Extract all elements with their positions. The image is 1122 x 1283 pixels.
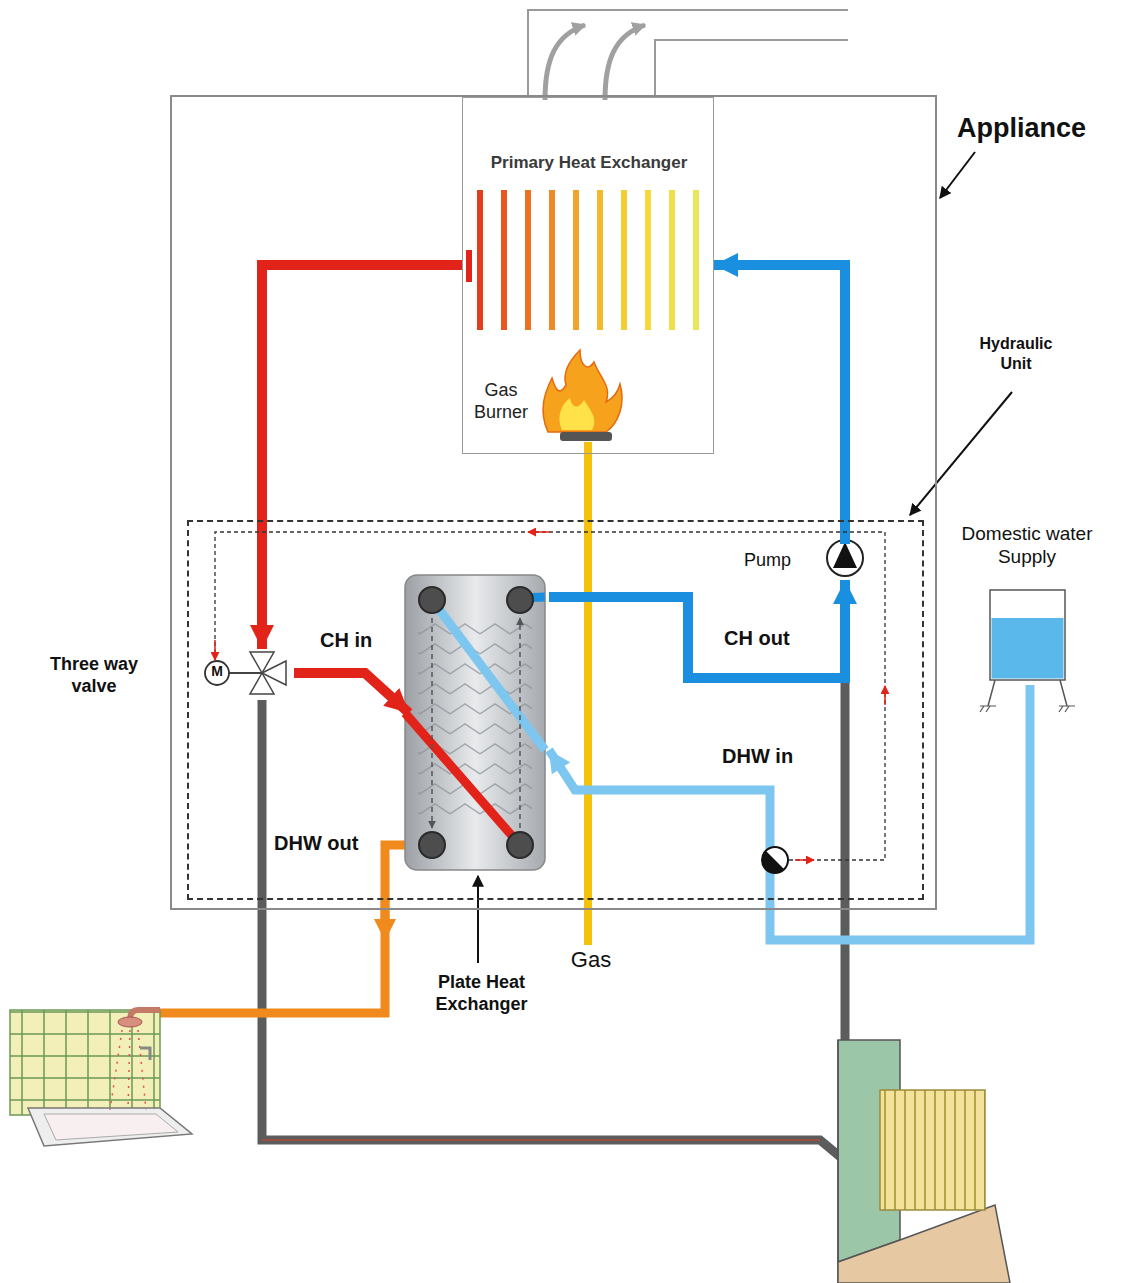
node-label: Appliance — [957, 112, 1107, 145]
gas-pipe — [584, 442, 592, 945]
pipe-label: DHW out — [274, 832, 374, 854]
tube-header — [466, 250, 472, 282]
pump-symbol — [827, 540, 863, 576]
valve-motor — [205, 661, 229, 685]
motor-letter: M — [206, 664, 228, 679]
plate-exchanger-body — [405, 575, 545, 870]
secondary-channel — [432, 600, 545, 750]
signal-arrow — [795, 859, 814, 861]
tank — [990, 590, 1065, 680]
shower-head — [118, 1017, 142, 1027]
signal-arrow — [214, 640, 216, 660]
water-drops — [110, 1030, 146, 1110]
plate-heat-exchanger: Plate Heat Exchanger — [409, 579, 549, 874]
flow-switch — [762, 847, 788, 873]
exhaust-arrow — [545, 25, 585, 100]
exchanger-tube — [597, 190, 603, 330]
radiator — [880, 1090, 985, 1210]
wall-edge — [837, 1040, 839, 1283]
node-label: Domestic water Supply — [937, 522, 1117, 568]
pump-triangle — [833, 542, 857, 568]
node-sublabel: Gas Burner — [459, 380, 543, 424]
water-supply-tank: Domestic water Supply — [935, 520, 1120, 685]
floor — [838, 1205, 1010, 1283]
tank-water — [992, 618, 1064, 679]
flame — [543, 350, 622, 432]
primary-exchanger-box: Primary Heat ExchangerGas Burner — [462, 97, 714, 454]
exchanger-tube — [669, 190, 675, 330]
pipe-label: DHW in — [720, 744, 795, 768]
pipe-label: CH in — [318, 628, 374, 652]
flue-wall — [655, 40, 848, 95]
pipe-connector — [714, 265, 845, 544]
tiled-wall — [10, 1010, 160, 1115]
node-label: Three way valve — [39, 654, 149, 698]
exchanger-tube — [549, 190, 555, 330]
pipe-connector — [294, 673, 409, 713]
exchanger-tube — [573, 190, 579, 330]
valve-stem — [229, 672, 262, 674]
control-signal — [215, 532, 885, 860]
flame-core — [560, 398, 595, 430]
leader-arrow — [910, 392, 1012, 515]
node-label: Pump — [744, 550, 822, 572]
shower-tray — [28, 1108, 192, 1146]
leader-arrow — [477, 876, 479, 963]
valve-port — [262, 661, 286, 685]
node-label: Primary Heat Exchanger — [463, 153, 715, 174]
connectors — [262, 265, 1030, 940]
exchanger-tube — [693, 190, 699, 330]
flue-wall — [528, 10, 848, 95]
node-label: Hydraulic Unit — [966, 334, 1066, 373]
tank-leg — [1060, 680, 1067, 706]
signal-arrow — [884, 686, 886, 705]
three-way-valve: Three way valve — [39, 649, 294, 709]
pipe-highlight — [262, 1139, 820, 1141]
dhw-out-pipe — [160, 845, 432, 1013]
primary-channel — [405, 713, 520, 845]
exchanger-tube — [621, 190, 627, 330]
flow-switch-half — [762, 851, 784, 873]
signal-arrow — [528, 531, 550, 533]
port — [419, 832, 445, 858]
pump-node: Pump — [831, 544, 867, 580]
port — [419, 587, 445, 613]
exchanger-tube — [525, 190, 531, 330]
pipe-connector — [549, 685, 1030, 940]
flow-dashed — [519, 618, 521, 828]
tap — [140, 1048, 150, 1060]
pipe-label: Gas — [566, 948, 616, 972]
pipe-connector — [549, 580, 845, 678]
exchanger-tube — [477, 190, 483, 330]
pipe-label: CH out — [722, 626, 792, 650]
pipe-connector — [262, 265, 462, 649]
tray-basin — [44, 1114, 178, 1140]
flow-arrow — [381, 900, 390, 930]
port — [507, 832, 533, 858]
appliance-housing: Primary Heat ExchangerGas BurnerPumpThre… — [170, 95, 937, 910]
exchanger-tube — [645, 190, 651, 330]
leader-arrow — [940, 152, 975, 198]
port — [507, 587, 533, 613]
exchanger-tube — [501, 190, 507, 330]
exhaust-arrow — [605, 25, 645, 100]
tank-leg — [988, 680, 995, 706]
flow-dashed — [431, 618, 433, 828]
return-pipe — [262, 700, 880, 1190]
burner — [560, 432, 612, 441]
node-label: Plate Heat Exchanger — [429, 972, 534, 1016]
